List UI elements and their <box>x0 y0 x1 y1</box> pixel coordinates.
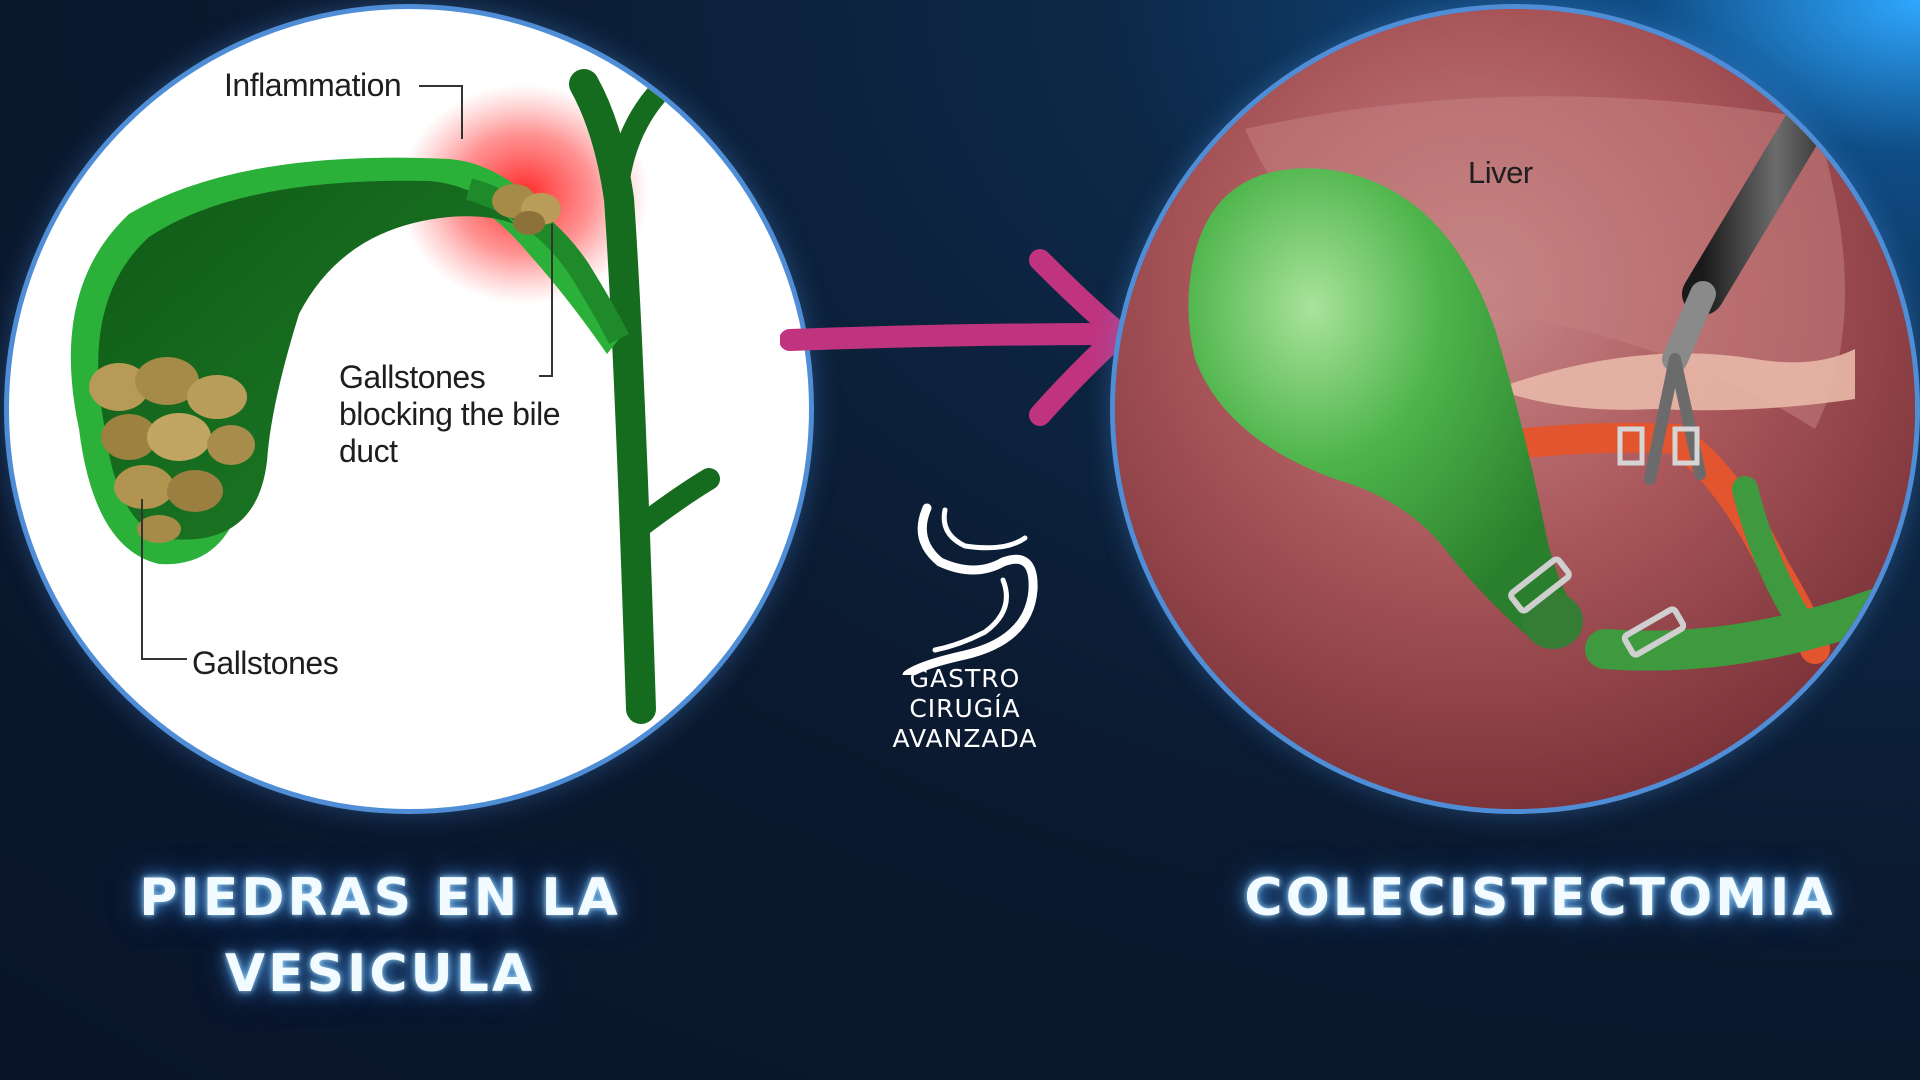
logo-text-line-3: AVANZADA <box>892 724 1038 753</box>
lower-branch <box>626 468 720 540</box>
right-arrow-icon <box>780 249 1131 426</box>
clip-2 <box>1621 606 1687 658</box>
logo-text-line-1: GASTRO <box>909 664 1021 693</box>
logo-text-line-2: CIRUGÍA <box>909 694 1021 723</box>
clip-1 <box>1508 556 1572 614</box>
hepatic-branch <box>608 83 668 190</box>
laparoscopic-shaft <box>1682 28 1871 315</box>
title-colecistectomia: COLECISTECTOMIA <box>1244 868 1836 928</box>
gallstones-diagram: Inflammation Gallstones blocking the bil… <box>4 4 814 814</box>
leader-lines <box>141 85 553 660</box>
gallbladder <box>1188 168 1575 634</box>
duct-gallstones <box>492 184 561 235</box>
liver-shade <box>1245 96 1845 429</box>
label-inflammation: Inflammation <box>224 67 402 103</box>
label-liver: Liver <box>1468 155 1533 190</box>
bile-duct <box>569 69 656 724</box>
label-gallstones-blocking: Gallstones blocking the bile duct <box>339 359 560 469</box>
gallbladder-illustration <box>70 69 720 724</box>
label-gallstones: Gallstones <box>192 645 339 681</box>
cholecystectomy-illustration: Liver <box>1110 4 1920 814</box>
surgery-scene <box>1115 9 1915 809</box>
title-piedras-en-la-vesicula: PIEDRAS EN LA VESICULA <box>139 868 621 1004</box>
sac-gallstones <box>89 357 255 543</box>
stomach-logo-icon <box>902 503 1038 675</box>
duct-stump <box>1523 593 1583 649</box>
logo-gastro-cirugia-avanzada: GASTRO CIRUGÍA AVANZADA <box>855 500 1075 760</box>
